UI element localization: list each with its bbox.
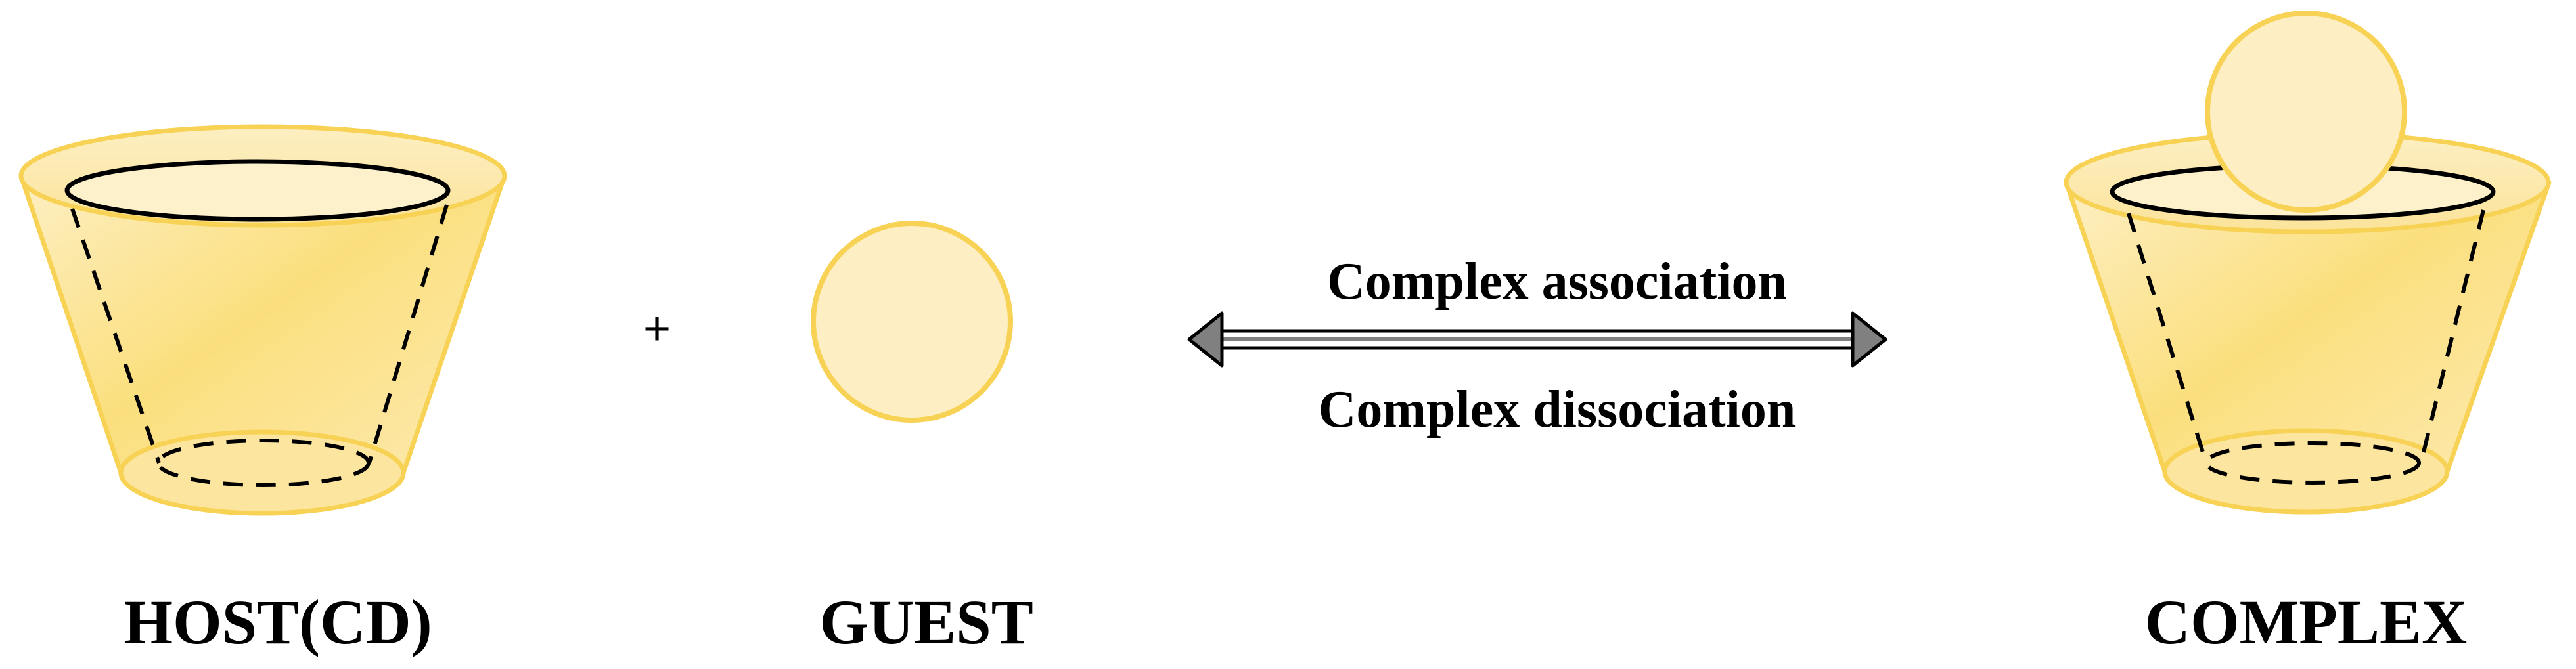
host-cavity-opening — [64, 159, 451, 222]
complex-cavity-wall-right — [2419, 209, 2485, 464]
complex-label: COMPLEX — [2145, 587, 2468, 657]
host-label: HOST(CD) — [124, 587, 432, 657]
association-label: Complex association — [1327, 253, 1787, 311]
guest-label: GUEST — [819, 587, 1033, 657]
host-cavity-wall-right — [367, 204, 449, 464]
host-cavity-bottom — [156, 439, 371, 487]
host-cone-bottom — [118, 429, 406, 516]
arrow-head-right — [1851, 311, 1887, 368]
host-cyclodextrin — [18, 124, 507, 516]
arrow-head-left — [1187, 311, 1224, 368]
complex-cone-bottom — [2162, 428, 2450, 515]
complex-cavity-bottom — [2204, 441, 2421, 485]
plus-sign: + — [643, 303, 671, 355]
dissociation-label: Complex dissociation — [1319, 381, 1796, 439]
guest-sphere — [811, 221, 1013, 423]
complex-guest-sphere — [2205, 11, 2407, 213]
complex-cavity-wall-left — [2127, 213, 2208, 464]
complex — [2064, 11, 2552, 515]
equilibrium-arrow — [1187, 311, 1887, 368]
host-cavity-wall-left — [70, 208, 161, 464]
